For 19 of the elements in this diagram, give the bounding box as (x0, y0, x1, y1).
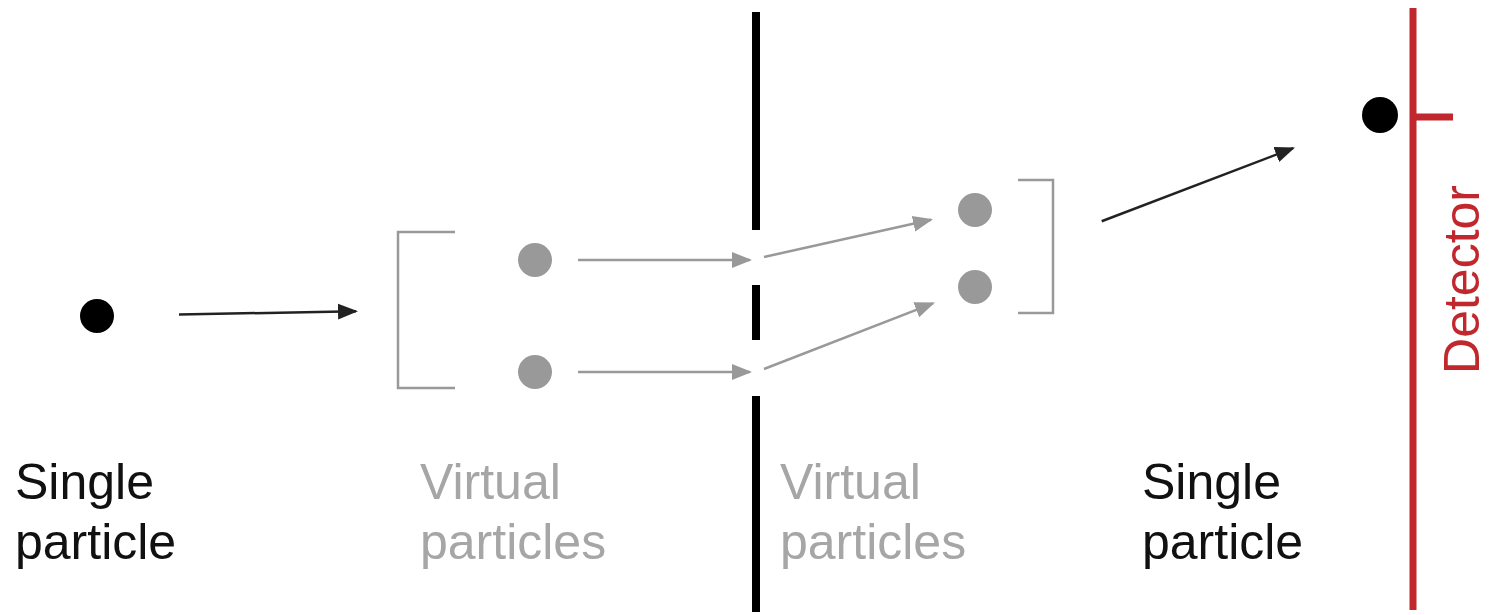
arrow (578, 364, 752, 380)
particle-label: Virtual particles (780, 453, 968, 572)
arrow (1101, 147, 1295, 223)
particle-label: Single particle (1142, 453, 1305, 572)
bracket (1016, 178, 1055, 315)
particle-label: Virtual particles (420, 453, 608, 572)
arrow (763, 215, 934, 259)
arrow (578, 252, 752, 268)
arrow (178, 303, 358, 320)
particle-dot (518, 355, 552, 389)
arrow (763, 302, 935, 371)
particle-dot (80, 299, 114, 333)
particle-dot (958, 270, 992, 304)
particle-label: Single particle (15, 453, 178, 572)
bracket (396, 230, 457, 390)
particle-dot (958, 193, 992, 227)
detector-label: Detector (1433, 185, 1491, 374)
particle-dot (1362, 97, 1398, 133)
particle-dot (518, 243, 552, 277)
